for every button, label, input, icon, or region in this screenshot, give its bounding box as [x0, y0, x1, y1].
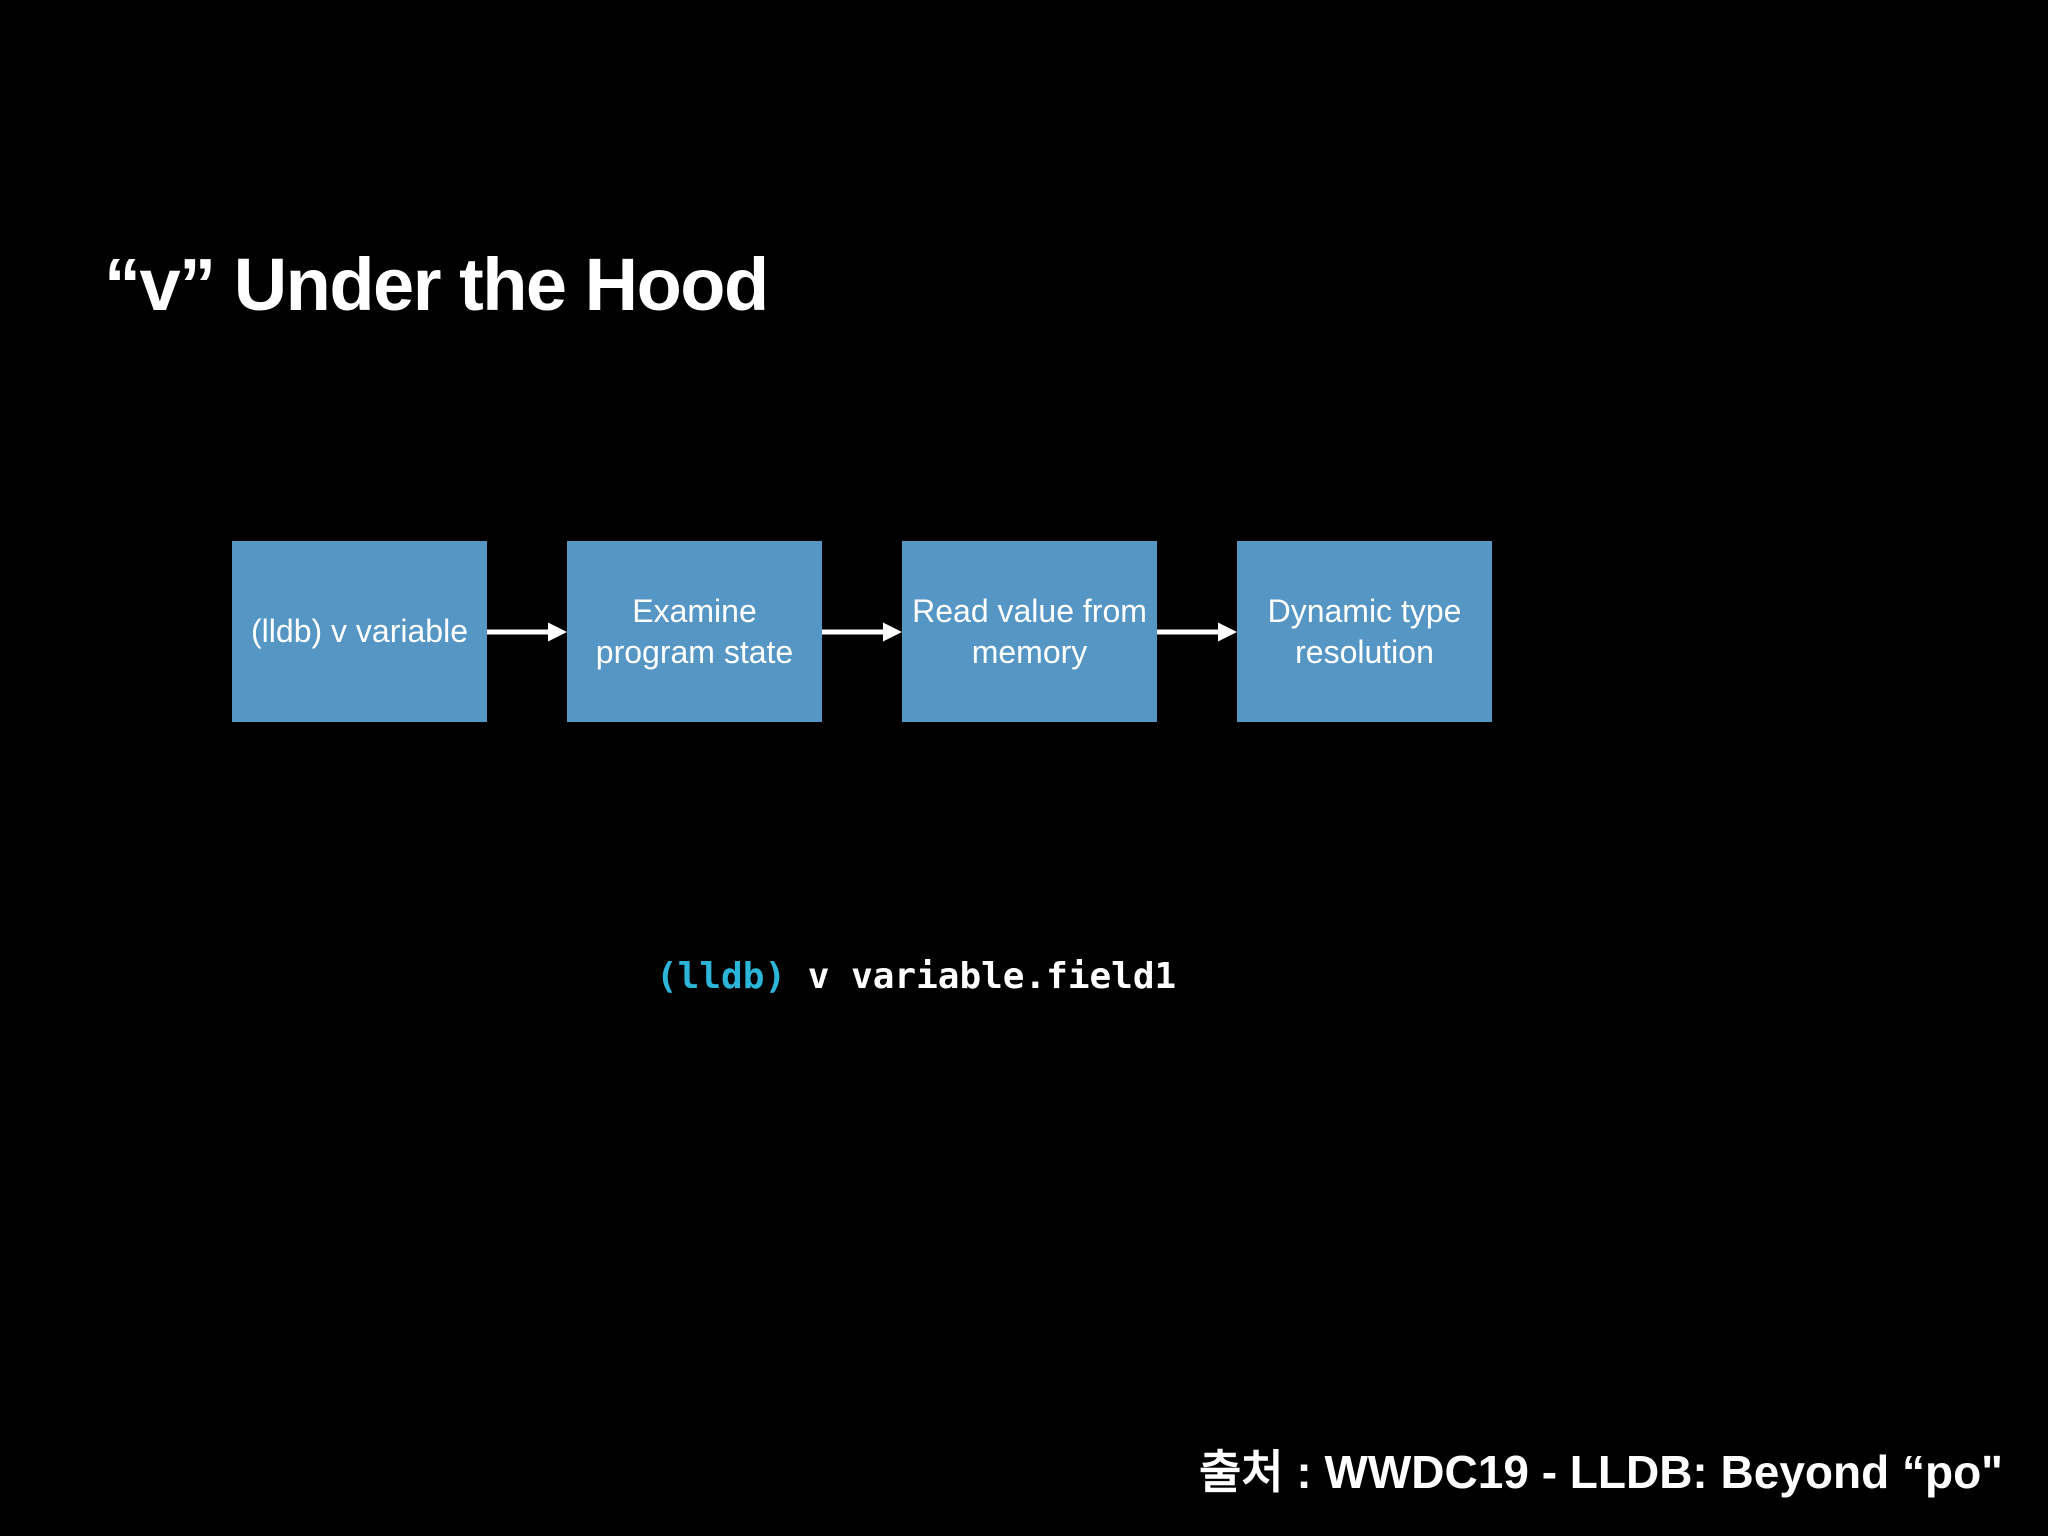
flow-box-label: resolution — [1295, 633, 1434, 670]
slide-title: “v” Under the Hood — [104, 243, 769, 326]
flow-box-label: Dynamic type — [1267, 592, 1462, 629]
arrow-right-icon — [822, 622, 902, 641]
flow-box-label: memory — [971, 633, 1088, 670]
code-line: (lldb) v variable.field1 — [656, 953, 1176, 1001]
flow-box-dynamic-type-resolution: Dynamic type resolution — [1237, 541, 1492, 722]
lldb-command: v variable.field1 — [807, 956, 1177, 997]
lldb-prompt: (lldb) — [656, 956, 787, 997]
flow-diagram: (lldb) v variable Examine program state … — [232, 541, 1492, 722]
flow-box-label: (lldb) v variable — [251, 613, 468, 649]
arrow-right-icon — [487, 622, 567, 641]
source-attribution: 출처 : WWDC19 - LLDB: Beyond “po" — [1198, 1446, 2003, 1498]
flow-box-label: Read value from — [912, 592, 1147, 629]
flow-box-examine-program-state: Examine program state — [567, 541, 822, 722]
flow-box-lldb-v-variable: (lldb) v variable — [232, 541, 487, 722]
flow-box-read-value-from-memory: Read value from memory — [902, 541, 1157, 722]
flow-box-label: Examine — [632, 592, 757, 629]
flow-box-label: program state — [595, 633, 794, 670]
arrow-right-icon — [1157, 622, 1237, 641]
